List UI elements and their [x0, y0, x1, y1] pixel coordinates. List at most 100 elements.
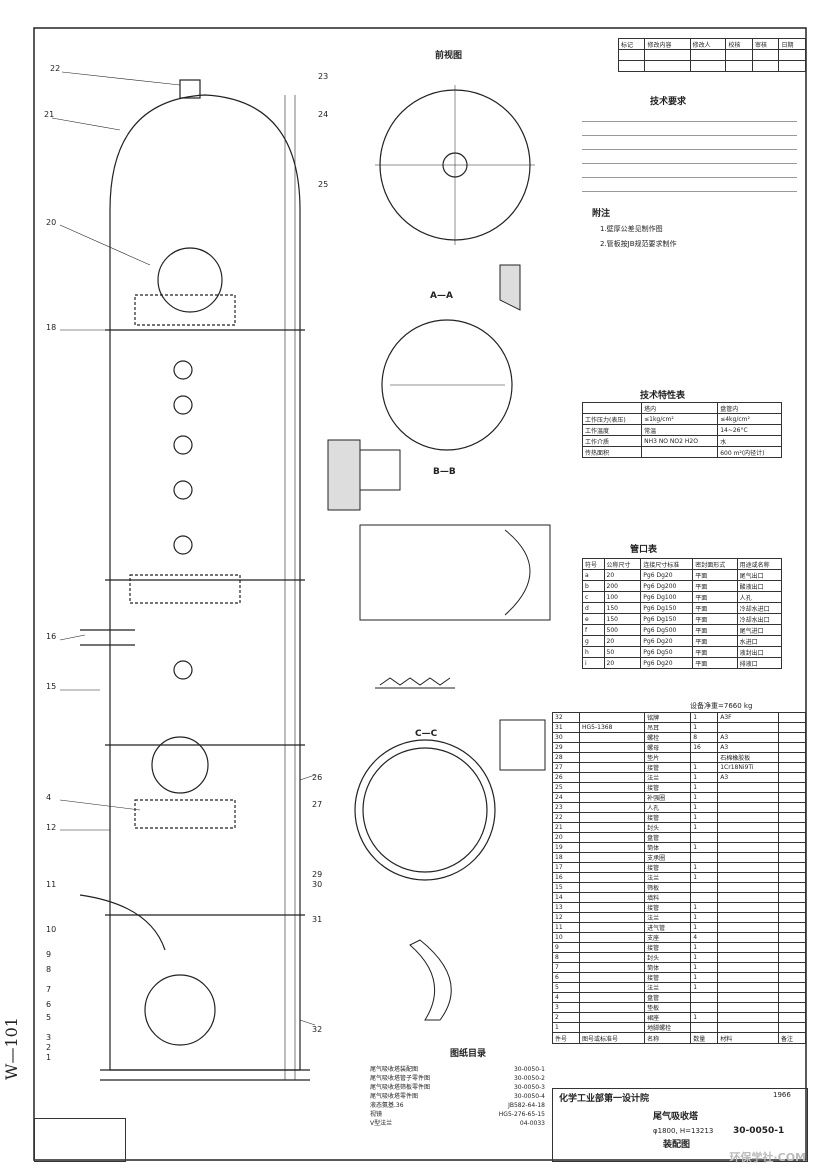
parts-cell: 16 — [551, 872, 581, 883]
balloon-6: 6 — [46, 1000, 52, 1009]
rev-header: 修改内容 — [644, 38, 691, 50]
nz-cell: h — [582, 646, 605, 658]
parts-cell — [777, 992, 807, 1003]
parts-cell — [579, 792, 646, 803]
parts-cell — [777, 822, 807, 833]
parts-cell — [579, 1022, 646, 1033]
parts-cell: 1 — [690, 912, 719, 923]
parts-cell: 30 — [551, 732, 581, 743]
parts-cell: 4 — [690, 932, 719, 943]
parts-cell: 1 — [690, 772, 719, 783]
parts-header-row: 件号图号或标准号名称数量材料备注 — [551, 1032, 807, 1044]
tc-cell: 600 m²(内径计) — [717, 446, 782, 458]
parts-cell — [579, 842, 646, 853]
parts-cell — [717, 992, 779, 1003]
parts-cell — [717, 832, 779, 843]
rev-header: 日期 — [778, 38, 806, 50]
nz-cell: 平面 — [692, 613, 738, 625]
tc-cell: 14~26°C — [717, 424, 782, 436]
balloon-16: 16 — [46, 632, 57, 641]
tc-header — [581, 402, 643, 414]
nz-cell: e — [582, 613, 605, 625]
balloon-32: 32 — [312, 1025, 323, 1034]
tech-char-title: 技术特性表 — [640, 391, 686, 401]
parts-cell: 法兰 — [644, 982, 692, 993]
nz-cell: i — [582, 657, 605, 669]
parts-cell: 螺母 — [644, 742, 692, 753]
parts-cell — [717, 792, 779, 803]
nz-cell: 排液口 — [736, 657, 783, 669]
parts-cell: 填料 — [644, 892, 692, 903]
parts-cell — [717, 812, 779, 823]
balloon-8: 8 — [46, 965, 52, 974]
parts-cell: HG5-1368 — [579, 722, 646, 733]
parts-cell: 1 — [690, 862, 719, 873]
parts-cell — [579, 882, 646, 893]
balloon-23: 23 — [318, 72, 329, 81]
nz-cell: b — [582, 580, 605, 592]
revision-table: 标记 修改内容 修改人 校核 审核 日期 — [617, 38, 806, 72]
parts-cell: 1Cr18Ni9Ti — [717, 762, 779, 773]
parts-cell: 24 — [551, 792, 581, 803]
parts-cell — [717, 1002, 779, 1013]
balloon-25: 25 — [318, 180, 329, 189]
parts-cell: 1 — [690, 782, 719, 793]
section-cc-label: C—C — [415, 729, 438, 739]
parts-cell: 1 — [690, 902, 719, 913]
nz-cell: Pg6 Dg20 — [640, 569, 694, 581]
parts-cell — [777, 912, 807, 923]
parts-cell — [717, 902, 779, 913]
parts-cell: 裙座 — [644, 1012, 692, 1023]
parts-cell: A3 — [717, 772, 779, 783]
balloon-31: 31 — [312, 915, 323, 924]
parts-cell — [579, 732, 646, 743]
balloon-7: 7 — [46, 985, 52, 994]
parts-cell — [579, 942, 646, 953]
drawing-list-title: 图纸目录 — [450, 1049, 487, 1059]
parts-cell — [777, 982, 807, 993]
watermark: 环保学社·COM — [729, 1151, 806, 1164]
parts-cell: 封头 — [644, 952, 692, 963]
nz-cell: Pg6 Dg20 — [640, 635, 694, 647]
balloon-18: 18 — [46, 323, 57, 332]
nz-cell: 200 — [603, 580, 642, 592]
balloon-11: 11 — [46, 880, 57, 889]
parts-cell: 21 — [551, 822, 581, 833]
parts-cell — [777, 922, 807, 933]
nz-cell: 酸液出口 — [736, 580, 783, 592]
balloon-4: 4 — [46, 793, 52, 802]
nz-cell: 冷却水进口 — [736, 602, 783, 614]
parts-cell: 19 — [551, 842, 581, 853]
parts-header: 备注 — [777, 1032, 807, 1044]
nz-cell: 平面 — [692, 635, 738, 647]
parts-cell — [579, 712, 646, 723]
parts-cell — [579, 832, 646, 843]
parts-cell — [579, 932, 646, 943]
parts-cell: 补强圈 — [644, 792, 692, 803]
parts-cell: 22 — [551, 812, 581, 823]
tc-cell: 水 — [717, 435, 782, 447]
parts-cell: 5 — [551, 982, 581, 993]
nz-cell: 平面 — [692, 591, 738, 603]
tc-cell — [641, 446, 719, 458]
parts-cell — [579, 1002, 646, 1013]
parts-cell — [717, 922, 779, 933]
parts-cell: 封头 — [644, 822, 692, 833]
parts-cell — [690, 852, 719, 863]
nz-cell: 150 — [603, 602, 642, 614]
parts-cell: 垫片 — [644, 752, 692, 763]
weight-note: 设备净重=7660 kg — [690, 702, 753, 710]
nz-cell: g — [582, 635, 605, 647]
parts-cell — [579, 892, 646, 903]
parts-cell: 1 — [690, 802, 719, 813]
